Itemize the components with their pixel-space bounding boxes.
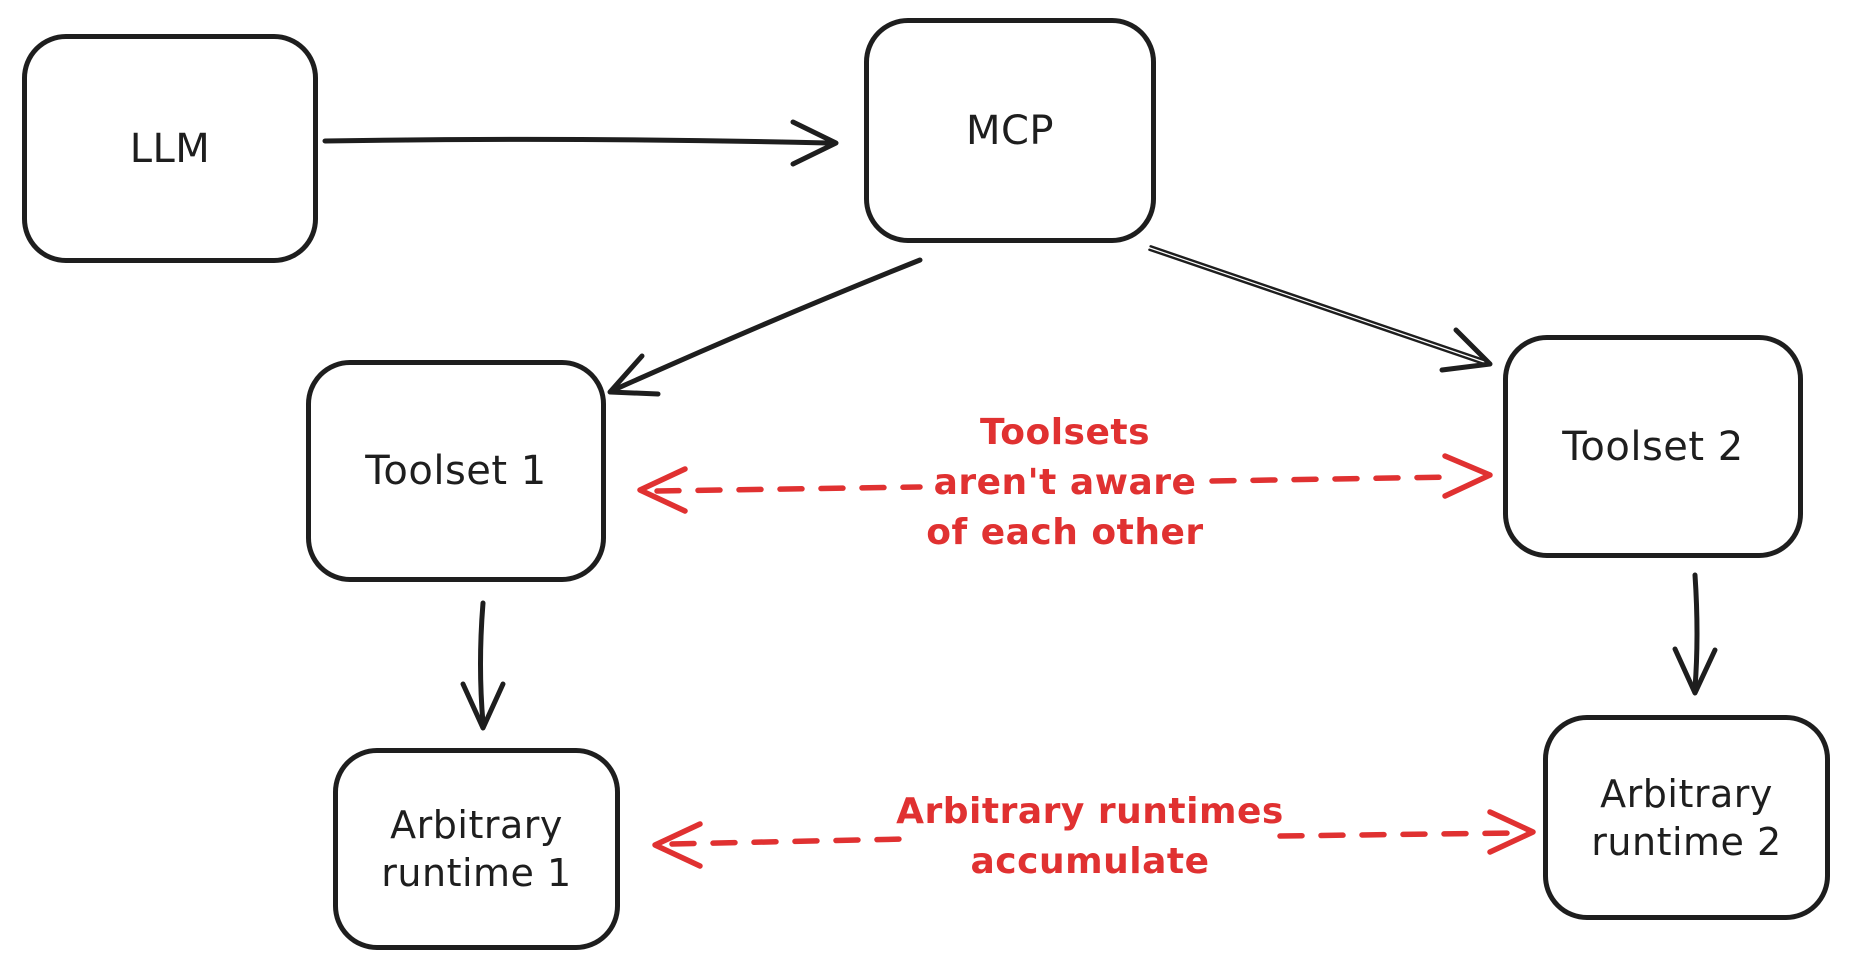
- node-runtime1-label-line2: runtime 1: [381, 851, 572, 895]
- edge-mcp-toolset2: [1148, 245, 1493, 373]
- node-mcp: MCP: [864, 18, 1156, 243]
- arrowhead-right-icon: [1487, 809, 1536, 855]
- annotation-toolsets-line1: Toolsets: [979, 412, 1151, 453]
- edge-mcp-toolset1: [607, 257, 923, 397]
- node-toolset2: Toolset 2: [1503, 335, 1803, 558]
- node-runtime2: Arbitrary runtime 2: [1543, 715, 1830, 920]
- dashed-shaft: [1277, 830, 1515, 839]
- arrowhead-right-icon: [790, 119, 839, 167]
- annotation-toolsets-note: Toolsets aren't aware of each other: [875, 408, 1255, 558]
- arrowhead-left-icon: [637, 466, 688, 514]
- node-toolset1: Toolset 1: [306, 360, 606, 582]
- arrowhead-down-icon: [1672, 646, 1718, 696]
- dashed-shaft: [1209, 474, 1455, 484]
- node-runtime1-label-line1: Arbitrary: [390, 803, 563, 847]
- edge-toolset2-runtime2: [1672, 572, 1718, 696]
- annotation-toolsets-line2: aren't aware: [933, 462, 1197, 503]
- arrow-shaft: [1148, 248, 1485, 365]
- arrowhead-left-icon: [652, 821, 703, 869]
- arrow-shaft: [322, 136, 831, 146]
- edge-toolset1-toolset2: [637, 453, 1493, 514]
- annotation-toolsets-line3: of each other: [926, 512, 1204, 553]
- arrowhead-downright-icon: [1439, 327, 1493, 373]
- node-llm: LLM: [22, 34, 318, 263]
- dashed-shaft: [669, 836, 908, 847]
- node-mcp-label: MCP: [965, 107, 1055, 154]
- edge-runtime1-runtime2: [652, 809, 1536, 869]
- node-toolset1-label: Toolset 1: [365, 448, 547, 494]
- edge-llm-mcp: [322, 119, 839, 167]
- annotation-runtimes-note: Arbitrary runtimes accumulate: [880, 787, 1300, 887]
- node-runtime1: Arbitrary runtime 1: [333, 748, 620, 950]
- dashed-shaft: [654, 484, 923, 494]
- edge-toolset1-runtime1: [460, 600, 506, 731]
- arrow-shaft: [1149, 245, 1486, 362]
- annotation-runtimes-line2: accumulate: [970, 841, 1210, 882]
- node-llm-label: LLM: [129, 125, 211, 172]
- arrowhead-down-icon: [460, 681, 506, 731]
- arrowhead-downleft-icon: [607, 353, 661, 397]
- arrow-shaft: [1692, 572, 1700, 691]
- arrow-shaft: [613, 257, 923, 392]
- arrowhead-right-icon: [1442, 453, 1493, 499]
- node-runtime2-label-line1: Arbitrary: [1600, 771, 1773, 816]
- node-toolset2-label: Toolset 2: [1562, 423, 1744, 470]
- node-runtime2-label-line2: runtime 2: [1591, 819, 1782, 864]
- arrow-shaft: [478, 600, 486, 726]
- annotation-runtimes-line1: Arbitrary runtimes: [896, 791, 1284, 832]
